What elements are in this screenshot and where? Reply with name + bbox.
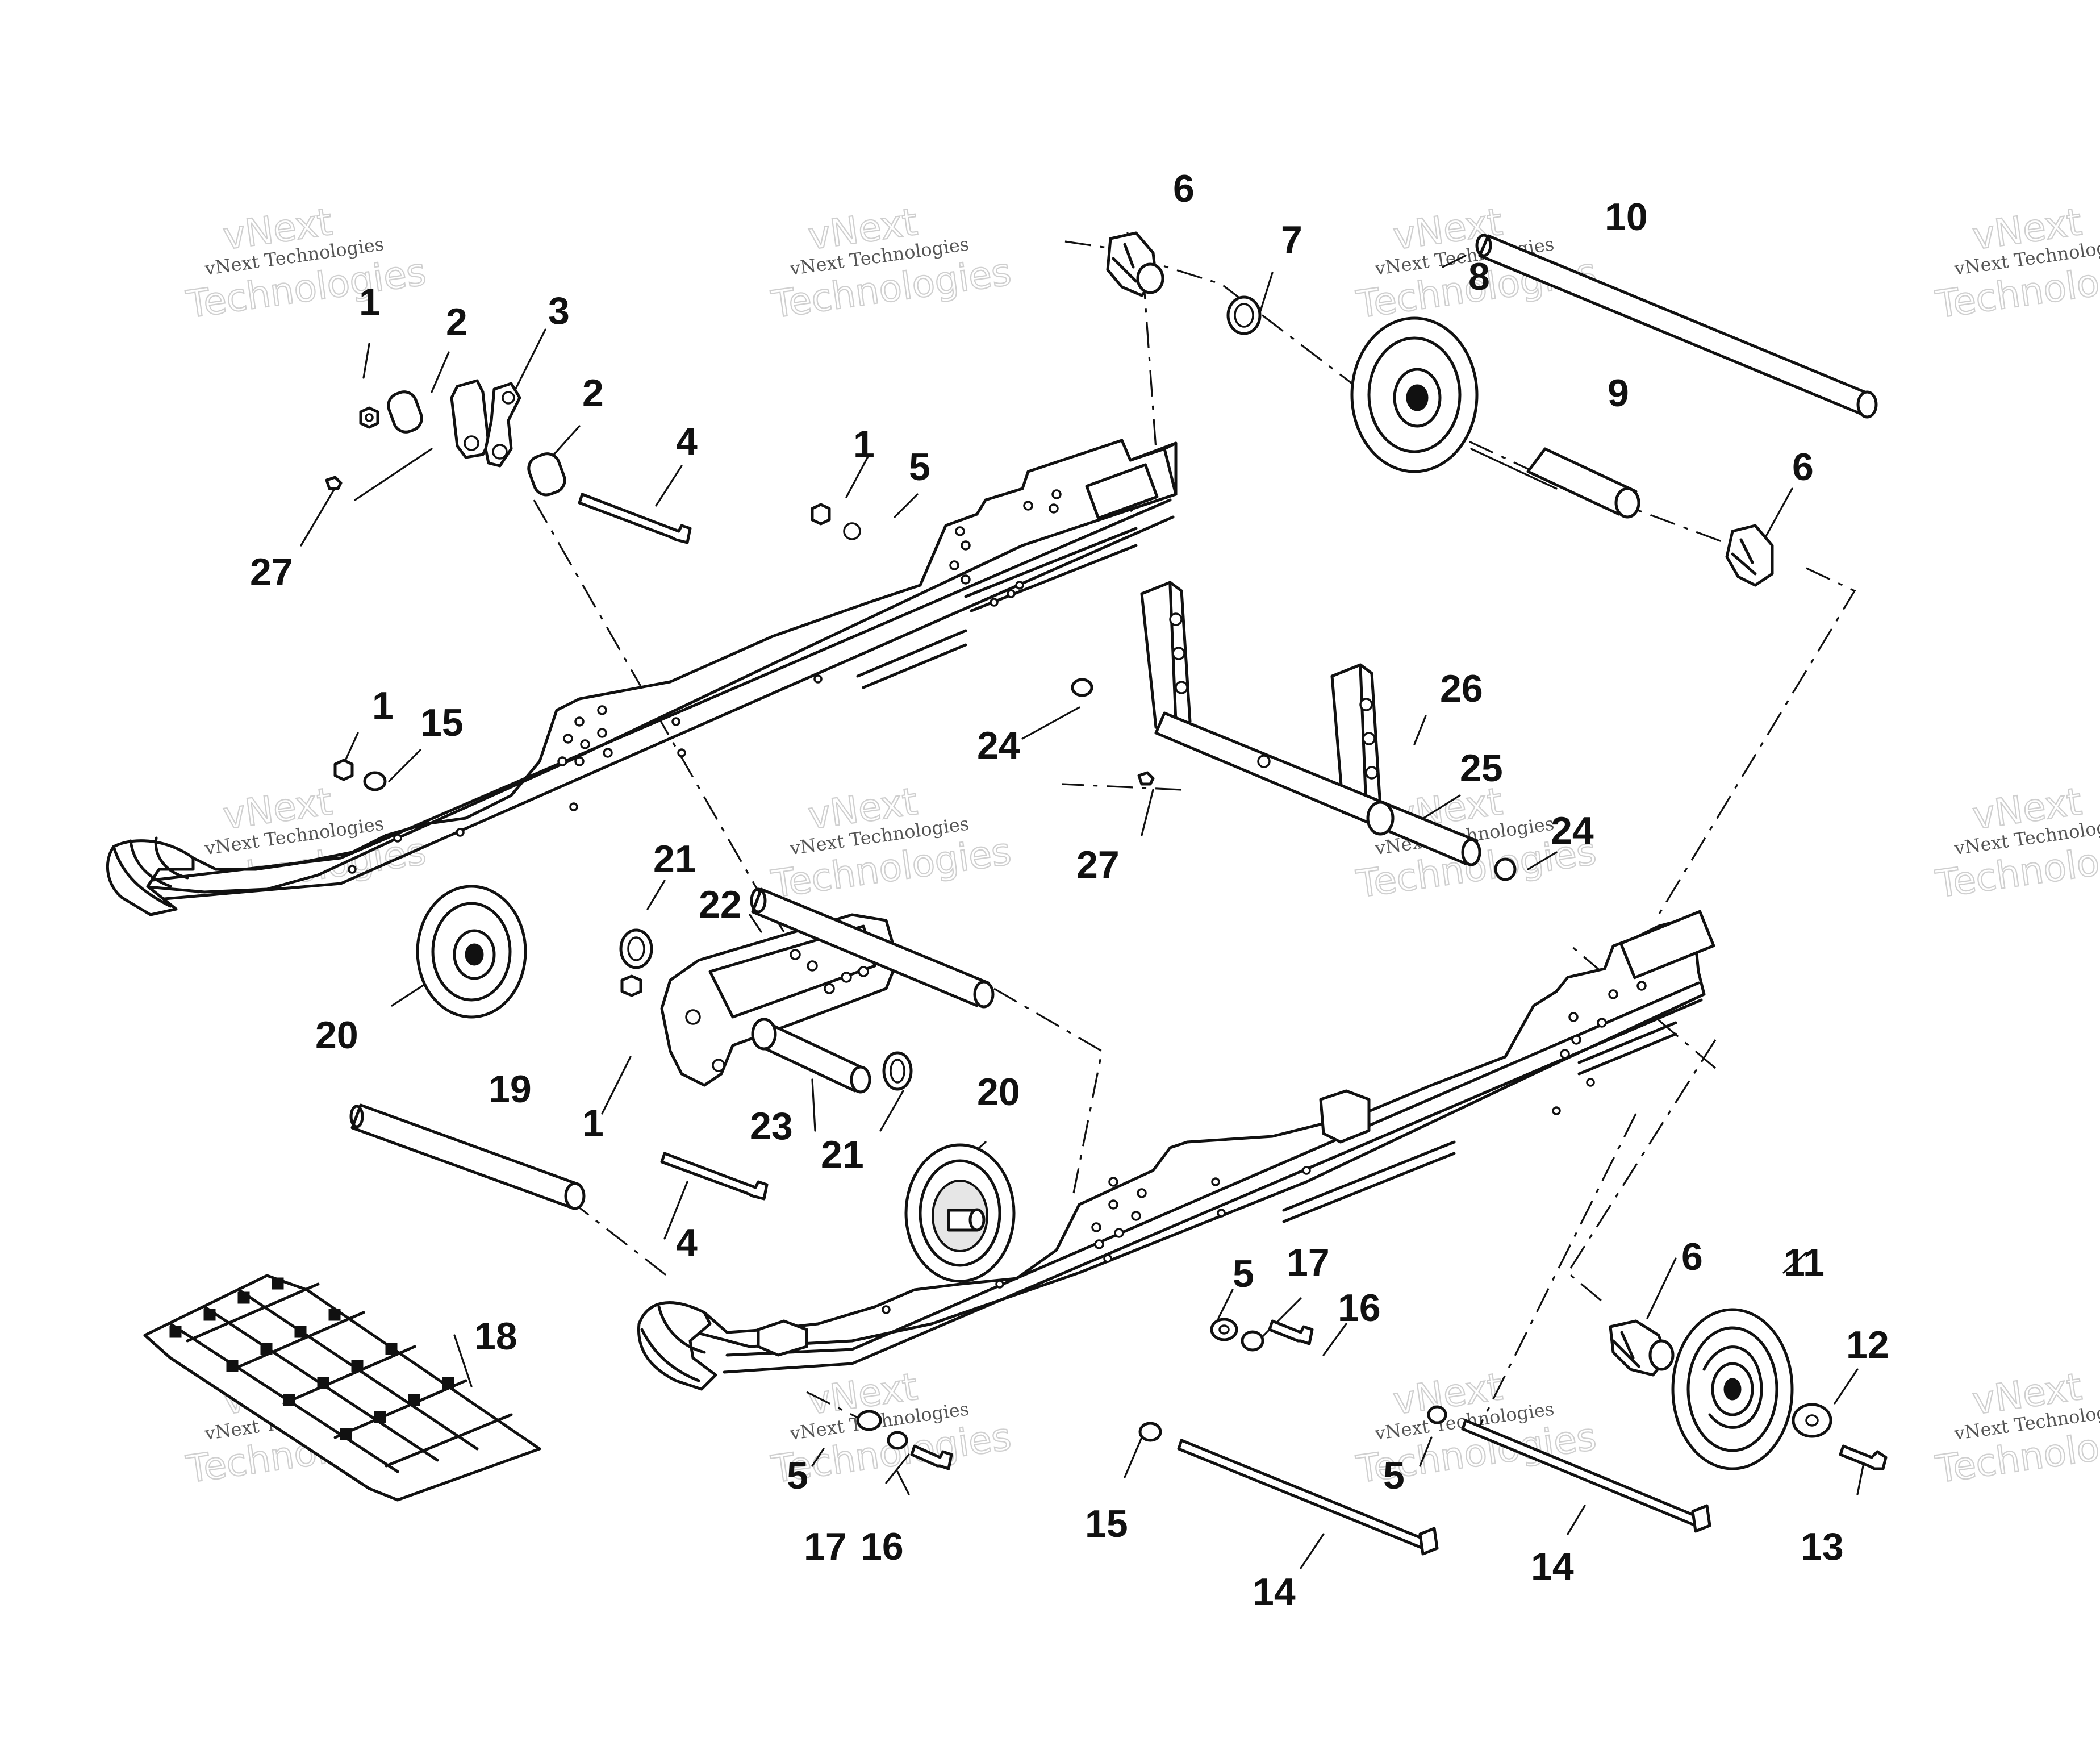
lower-right-parts — [1177, 1308, 1888, 1556]
washer-24b — [1494, 857, 1517, 881]
callout-26: 26 — [1440, 667, 1483, 710]
bolt-4b — [660, 1152, 769, 1201]
right-slide-rail — [637, 910, 1715, 1391]
bolt-4 — [578, 493, 692, 544]
callout-19: 19 — [489, 1068, 532, 1111]
wheel-20b — [904, 1143, 1016, 1283]
callout-1-rail-front-nut: 1 — [372, 684, 394, 727]
callout-15-lower: 15 — [1085, 1502, 1128, 1545]
callout-5-lower-washer: 5 — [1383, 1454, 1405, 1497]
callout-12: 12 — [1846, 1323, 1889, 1366]
callout-17-front: 17 — [804, 1525, 847, 1568]
callout-5-rail-washer: 5 — [909, 445, 930, 489]
callout-7: 7 — [1281, 218, 1302, 261]
callout-16-rear: 16 — [1338, 1286, 1381, 1330]
callout-2-bushing-left: 2 — [446, 301, 467, 344]
callout-21-upper: 21 — [653, 837, 696, 881]
callout-18: 18 — [474, 1315, 517, 1358]
washer-15a — [363, 771, 387, 791]
bushing-2a — [387, 390, 423, 434]
washer-17a — [1241, 1330, 1264, 1352]
callout-8: 8 — [1468, 255, 1490, 298]
callout-11: 11 — [1784, 1241, 1825, 1284]
callout-27-left: 27 — [250, 551, 293, 594]
upper-right-parts — [1106, 231, 1878, 587]
lower-left-parts — [143, 1103, 586, 1502]
bushing-2b — [527, 452, 566, 497]
wheel-20a — [416, 885, 527, 1019]
callout-4-upper-bolt: 4 — [676, 420, 698, 463]
assembly-lines — [533, 240, 1856, 1432]
callout-21-lower: 21 — [821, 1133, 864, 1176]
track-segment-18 — [143, 1274, 541, 1502]
washer-17b — [887, 1431, 908, 1450]
shaft-19 — [349, 1103, 586, 1210]
callout-24-right: 24 — [1551, 809, 1594, 852]
link-plate-2 — [450, 379, 490, 459]
callout-23: 23 — [750, 1105, 793, 1148]
callout-22: 22 — [699, 883, 742, 926]
bolt-13 — [1839, 1444, 1888, 1470]
callout-20-right: 20 — [977, 1070, 1020, 1114]
callout-27-center: 27 — [1076, 843, 1120, 886]
callout-15-upper: 15 — [420, 701, 464, 744]
wheel-8 — [1350, 316, 1479, 473]
washer-5c — [1427, 1405, 1447, 1424]
bolt-16a — [1268, 1319, 1314, 1345]
bolt-16b — [910, 1444, 953, 1470]
nut-1b — [811, 503, 831, 526]
nut-1d — [620, 974, 642, 997]
callout-3-link: 3 — [548, 289, 570, 332]
upper-linkage-parts — [325, 379, 861, 791]
callout-5-rear-washer: 5 — [1233, 1252, 1254, 1295]
nut-1c — [333, 759, 354, 781]
callout-2-bushing-right: 2 — [582, 372, 604, 415]
bolt-14b — [1461, 1419, 1711, 1533]
spacer-9 — [1526, 447, 1640, 519]
callout-25: 25 — [1460, 747, 1503, 790]
callout-20-left: 20 — [315, 1014, 358, 1057]
lower-hardware — [856, 1318, 1447, 1470]
callout-5-front-washer: 5 — [787, 1454, 808, 1497]
link-3 — [484, 382, 521, 468]
callouts: 1 2 3 2 4 27 1 5 6 7 8 10 9 6 1 15 24 27… — [250, 167, 1889, 1614]
callout-24-left: 24 — [977, 724, 1020, 767]
callout-6-right: 6 — [1792, 445, 1814, 489]
leader-lines — [300, 232, 1864, 1569]
callout-9: 9 — [1608, 372, 1629, 415]
shaft-25 — [1154, 711, 1479, 865]
cross-shaft-assembly — [1071, 581, 1517, 881]
callout-13: 13 — [1801, 1525, 1844, 1568]
set-screw-27b — [1137, 771, 1155, 786]
center-assembly — [416, 885, 1016, 1283]
callout-14-left: 14 — [1253, 1570, 1296, 1614]
callout-14-right: 14 — [1531, 1545, 1574, 1588]
wheel-11 — [1671, 1308, 1794, 1470]
callout-1-upper-nut: 1 — [359, 281, 381, 324]
bolt-14a — [1177, 1439, 1439, 1556]
callout-1-rail-nut: 1 — [853, 423, 875, 466]
callout-1-lower-nut: 1 — [582, 1102, 604, 1145]
callout-6-lower: 6 — [1681, 1235, 1703, 1278]
washer-24a — [1071, 678, 1093, 697]
left-slide-rail — [106, 439, 1178, 916]
washer-5b — [856, 1410, 882, 1431]
callout-6-top: 6 — [1173, 167, 1195, 210]
shaft-10 — [1475, 234, 1878, 419]
set-screw-27 — [325, 476, 343, 490]
callout-16-front: 16 — [861, 1525, 904, 1568]
callout-4-lower-bolt: 4 — [676, 1221, 698, 1264]
callout-17-rear: 17 — [1287, 1241, 1330, 1284]
washer-15b — [1138, 1422, 1162, 1442]
callout-10: 10 — [1605, 195, 1648, 239]
